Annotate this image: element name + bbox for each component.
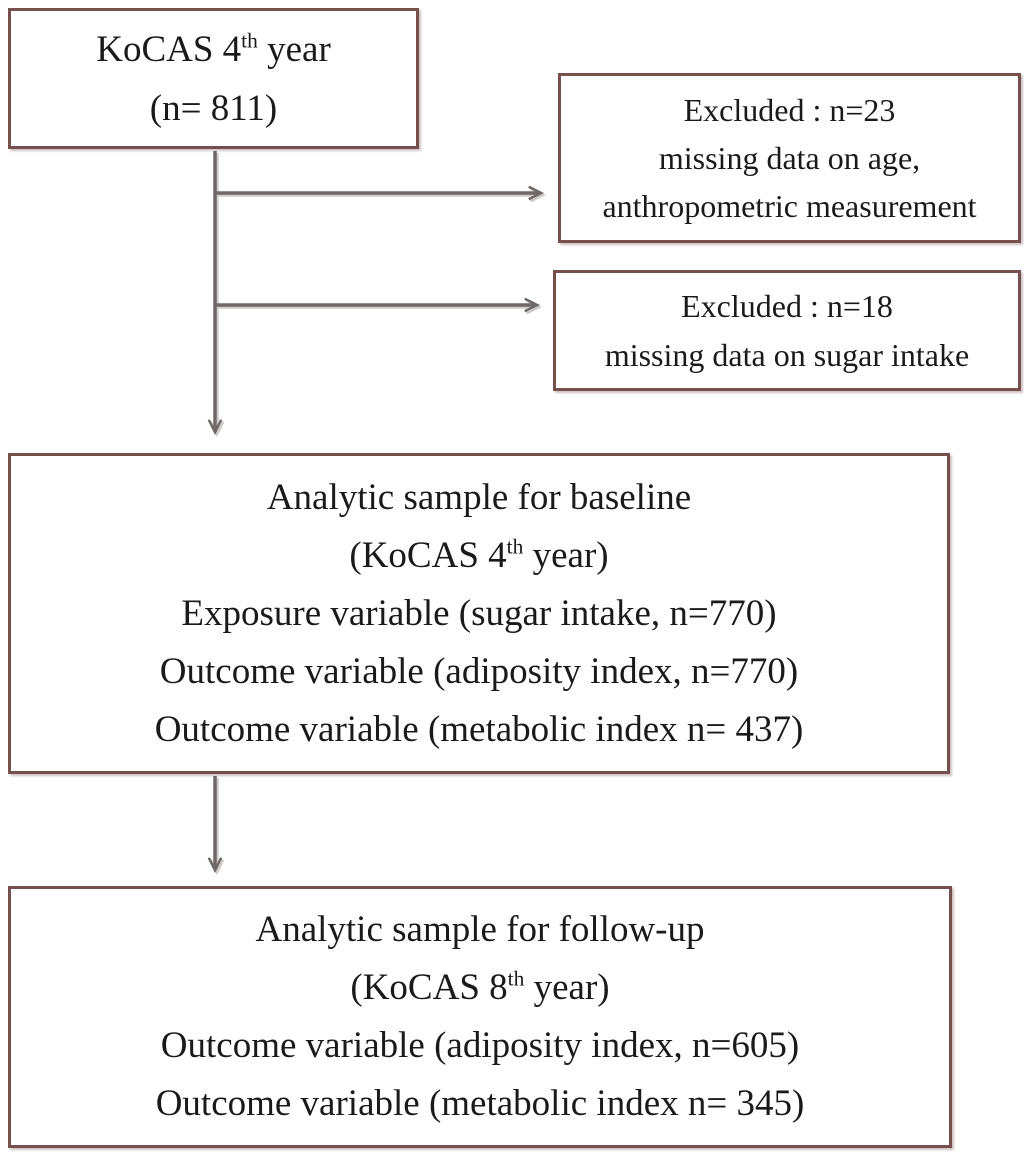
box-excluded-missing-age: Excluded : n=23 missing data on age, ant… xyxy=(558,73,1021,243)
excluded-1-reason-line1: missing data on age, xyxy=(658,140,921,176)
kocas-4th-year-title-pre: KoCAS 4 xyxy=(96,28,242,70)
box-baseline-sample: Analytic sample for baseline (KoCAS 4th … xyxy=(8,453,950,774)
baseline-exposure-variable: Exposure variable (sugar intake, n=770) xyxy=(181,592,777,634)
box-excluded-missing-sugar: Excluded : n=18 missing data on sugar in… xyxy=(553,270,1021,391)
followup-title: Analytic sample for follow-up xyxy=(255,909,705,950)
baseline-wave-sup: th xyxy=(506,534,524,559)
followup-wave-post: year) xyxy=(524,967,610,1008)
baseline-outcome-adiposity: Outcome variable (adiposity index, n=770… xyxy=(159,650,799,692)
kocas-4th-year-title: KoCAS 4th year xyxy=(96,20,331,79)
kocas-4th-year-title-post: year xyxy=(257,28,331,70)
baseline-wave-pre: (KoCAS 4 xyxy=(349,534,507,576)
baseline-wave-post: year) xyxy=(523,534,609,576)
excluded-1-count: Excluded : n=23 xyxy=(683,92,896,128)
excluded-1-reason-line2: anthropometric measurement xyxy=(602,188,977,224)
box-kocas-4th-year: KoCAS 4th year (n= 811) xyxy=(8,8,419,149)
baseline-outcome-metabolic: Outcome variable (metabolic index n= 437… xyxy=(154,708,804,750)
excluded-2-reason: missing data on sugar intake xyxy=(604,336,970,373)
followup-wave-sup: th xyxy=(507,966,525,991)
followup-wave: (KoCAS 8th year) xyxy=(350,959,609,1017)
baseline-wave: (KoCAS 4th year) xyxy=(349,527,608,585)
box-followup-sample: Analytic sample for follow-up (KoCAS 8th… xyxy=(8,886,952,1148)
kocas-4th-year-title-sup: th xyxy=(241,28,258,53)
excluded-2-count: Excluded : n=18 xyxy=(681,287,893,324)
baseline-title: Analytic sample for baseline xyxy=(266,476,692,518)
followup-wave-pre: (KoCAS 8 xyxy=(350,967,508,1008)
followup-outcome-metabolic: Outcome variable (metabolic index n= 345… xyxy=(155,1083,805,1124)
followup-outcome-adiposity: Outcome variable (adiposity index, n=605… xyxy=(160,1025,800,1066)
kocas-4th-year-count: (n= 811) xyxy=(149,87,278,129)
